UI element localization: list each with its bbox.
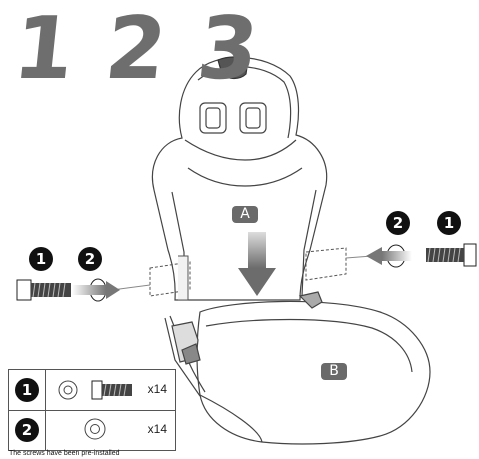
legend-screw-icon [91,380,132,400]
legend-washer-icon [58,380,78,400]
seat-back-label: A [232,206,258,223]
chair-seat-base [164,291,431,445]
left-arrow-icon [366,247,412,265]
mounting-guides [111,247,373,301]
legend-qty: x14 [147,382,167,396]
legend-row: 1 x14 [9,370,175,411]
step-3: 3 [192,0,261,99]
down-arrow-icon [238,232,276,296]
chair-backrest [151,56,328,301]
seat-base-label: B [321,363,347,380]
pre-installed-note: The screws have been pre-installed [9,450,120,457]
callout-washer-left: 2 [78,247,102,271]
legend-num: 1 [15,378,39,402]
callout-screw-left: 1 [29,247,53,271]
callout-screw-right: 1 [437,211,461,235]
legend-washer-icon [84,418,106,440]
step-2: 2 [100,0,169,99]
legend-row: 2 x14 [9,410,175,450]
legend-num: 2 [15,418,39,442]
step-1: 1 [8,0,78,99]
parts-legend: 1 x14 2 x14 [8,369,176,451]
right-arrow-icon [72,281,120,299]
step-numbers: 1 2 3 [9,0,261,99]
screw-icon [16,279,71,301]
legend-qty: x14 [147,422,167,436]
screw-icon [426,243,477,267]
callout-washer-right: 2 [386,211,410,235]
